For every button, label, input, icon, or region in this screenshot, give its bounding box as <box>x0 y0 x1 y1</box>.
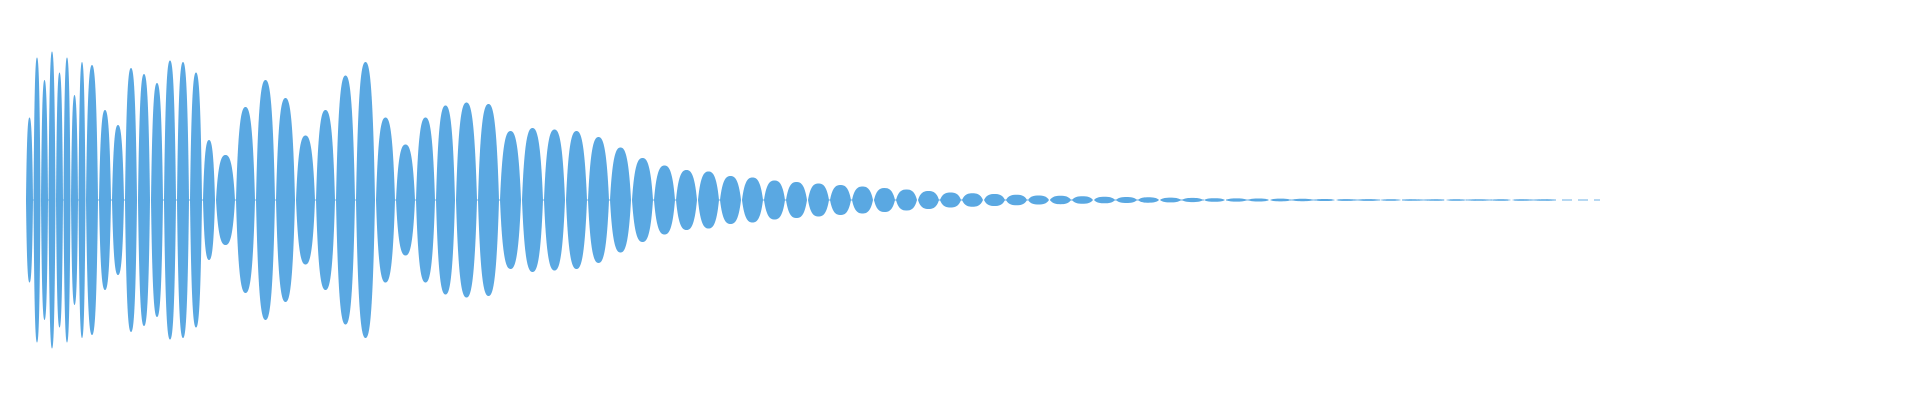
waveform-lobe <box>1050 195 1071 205</box>
waveform-lobe <box>1402 199 1423 201</box>
waveform-lobe <box>276 98 295 302</box>
waveform-lobe <box>296 135 315 265</box>
waveform-lobe <box>1248 198 1269 202</box>
waveform-lobe <box>632 158 653 242</box>
waveform-lobe <box>1028 195 1049 205</box>
waveform-lobe <box>56 72 63 328</box>
waveform-lobe <box>1534 199 1555 201</box>
waveform-lobe <box>896 189 917 211</box>
waveform-lobe <box>1358 199 1379 201</box>
waveform-lobe <box>786 182 807 218</box>
waveform-lobe <box>376 117 395 283</box>
waveform-lobe <box>1336 199 1357 201</box>
waveform-lobe <box>1138 197 1159 203</box>
waveform-lobe <box>1006 194 1027 206</box>
waveform-lobe <box>33 57 41 343</box>
waveform-lobe <box>436 105 455 295</box>
waveform-lobe <box>1270 198 1291 202</box>
waveform-lobe <box>764 180 785 220</box>
waveform-lobe <box>1116 197 1137 203</box>
waveform-lobe <box>336 75 355 325</box>
waveform-lobe <box>125 68 137 332</box>
waveform-lobe <box>940 192 961 208</box>
waveform-lobe <box>544 129 565 271</box>
waveform-lobe <box>1204 198 1225 202</box>
waveform-lobe <box>1094 196 1115 204</box>
waveform-lobe <box>1072 196 1093 204</box>
waveform-lobe <box>918 191 939 209</box>
waveform-lobe <box>256 80 275 320</box>
waveform-lobe <box>1314 198 1335 202</box>
waveform-lobe <box>1468 199 1489 201</box>
waveform-lobe <box>1182 197 1203 203</box>
waveform-lobe <box>71 95 78 305</box>
waveform-lobe <box>1490 199 1511 201</box>
waveform-lobe <box>138 74 150 326</box>
waveform-lobe <box>522 128 543 272</box>
waveform-lobe <box>236 107 255 293</box>
waveform-lobe <box>112 125 124 275</box>
waveform-lobe <box>1226 198 1247 202</box>
waveform-lobe <box>216 155 235 245</box>
waveform-lobe <box>962 193 983 207</box>
waveform-lobe <box>984 194 1005 206</box>
waveform-lobe <box>1160 197 1181 203</box>
waveform-lobe <box>99 110 111 290</box>
waveform-lobe <box>698 171 719 229</box>
waveform-lobe <box>26 117 33 283</box>
waveform-lobe <box>356 62 375 338</box>
waveform-lobe <box>1446 199 1467 201</box>
waveform-lobe <box>588 137 609 263</box>
waveform-lobe <box>316 110 335 290</box>
waveform-lobe <box>1424 199 1445 201</box>
waveform-lobe <box>1292 198 1313 202</box>
waveform-lobe <box>808 183 829 217</box>
waveform-lobe <box>1512 199 1533 201</box>
waveform-lobe <box>86 65 98 335</box>
waveform-lobe <box>654 165 675 235</box>
waveform-lobe <box>874 188 895 212</box>
waveform-lobe <box>63 57 71 343</box>
waveform-lobe <box>500 131 521 269</box>
waveform-lobe <box>164 60 176 340</box>
waveform-lobe <box>676 170 697 230</box>
waveform-lobe <box>78 62 86 338</box>
waveform-lobe <box>1380 199 1401 201</box>
waveform-lobe <box>610 147 631 253</box>
waveform-lobe <box>416 117 435 283</box>
waveform-lobe <box>852 186 873 214</box>
waveform-lobe <box>177 62 189 338</box>
waveform-lobe <box>566 131 587 269</box>
waveform-lobe <box>720 176 741 224</box>
waveform-lobe <box>151 83 163 317</box>
waveform-lobe <box>478 104 499 296</box>
waveform-lobe <box>456 102 477 298</box>
waveform-lobe <box>203 140 215 260</box>
waveform-lobe <box>396 144 415 256</box>
waveform-lobe <box>41 80 48 320</box>
waveform-lobe <box>830 185 851 215</box>
waveform-lobes <box>26 51 1555 349</box>
waveform-lobe <box>742 177 763 223</box>
waveform-lobe <box>48 51 56 349</box>
waveform-lobe <box>190 72 202 328</box>
